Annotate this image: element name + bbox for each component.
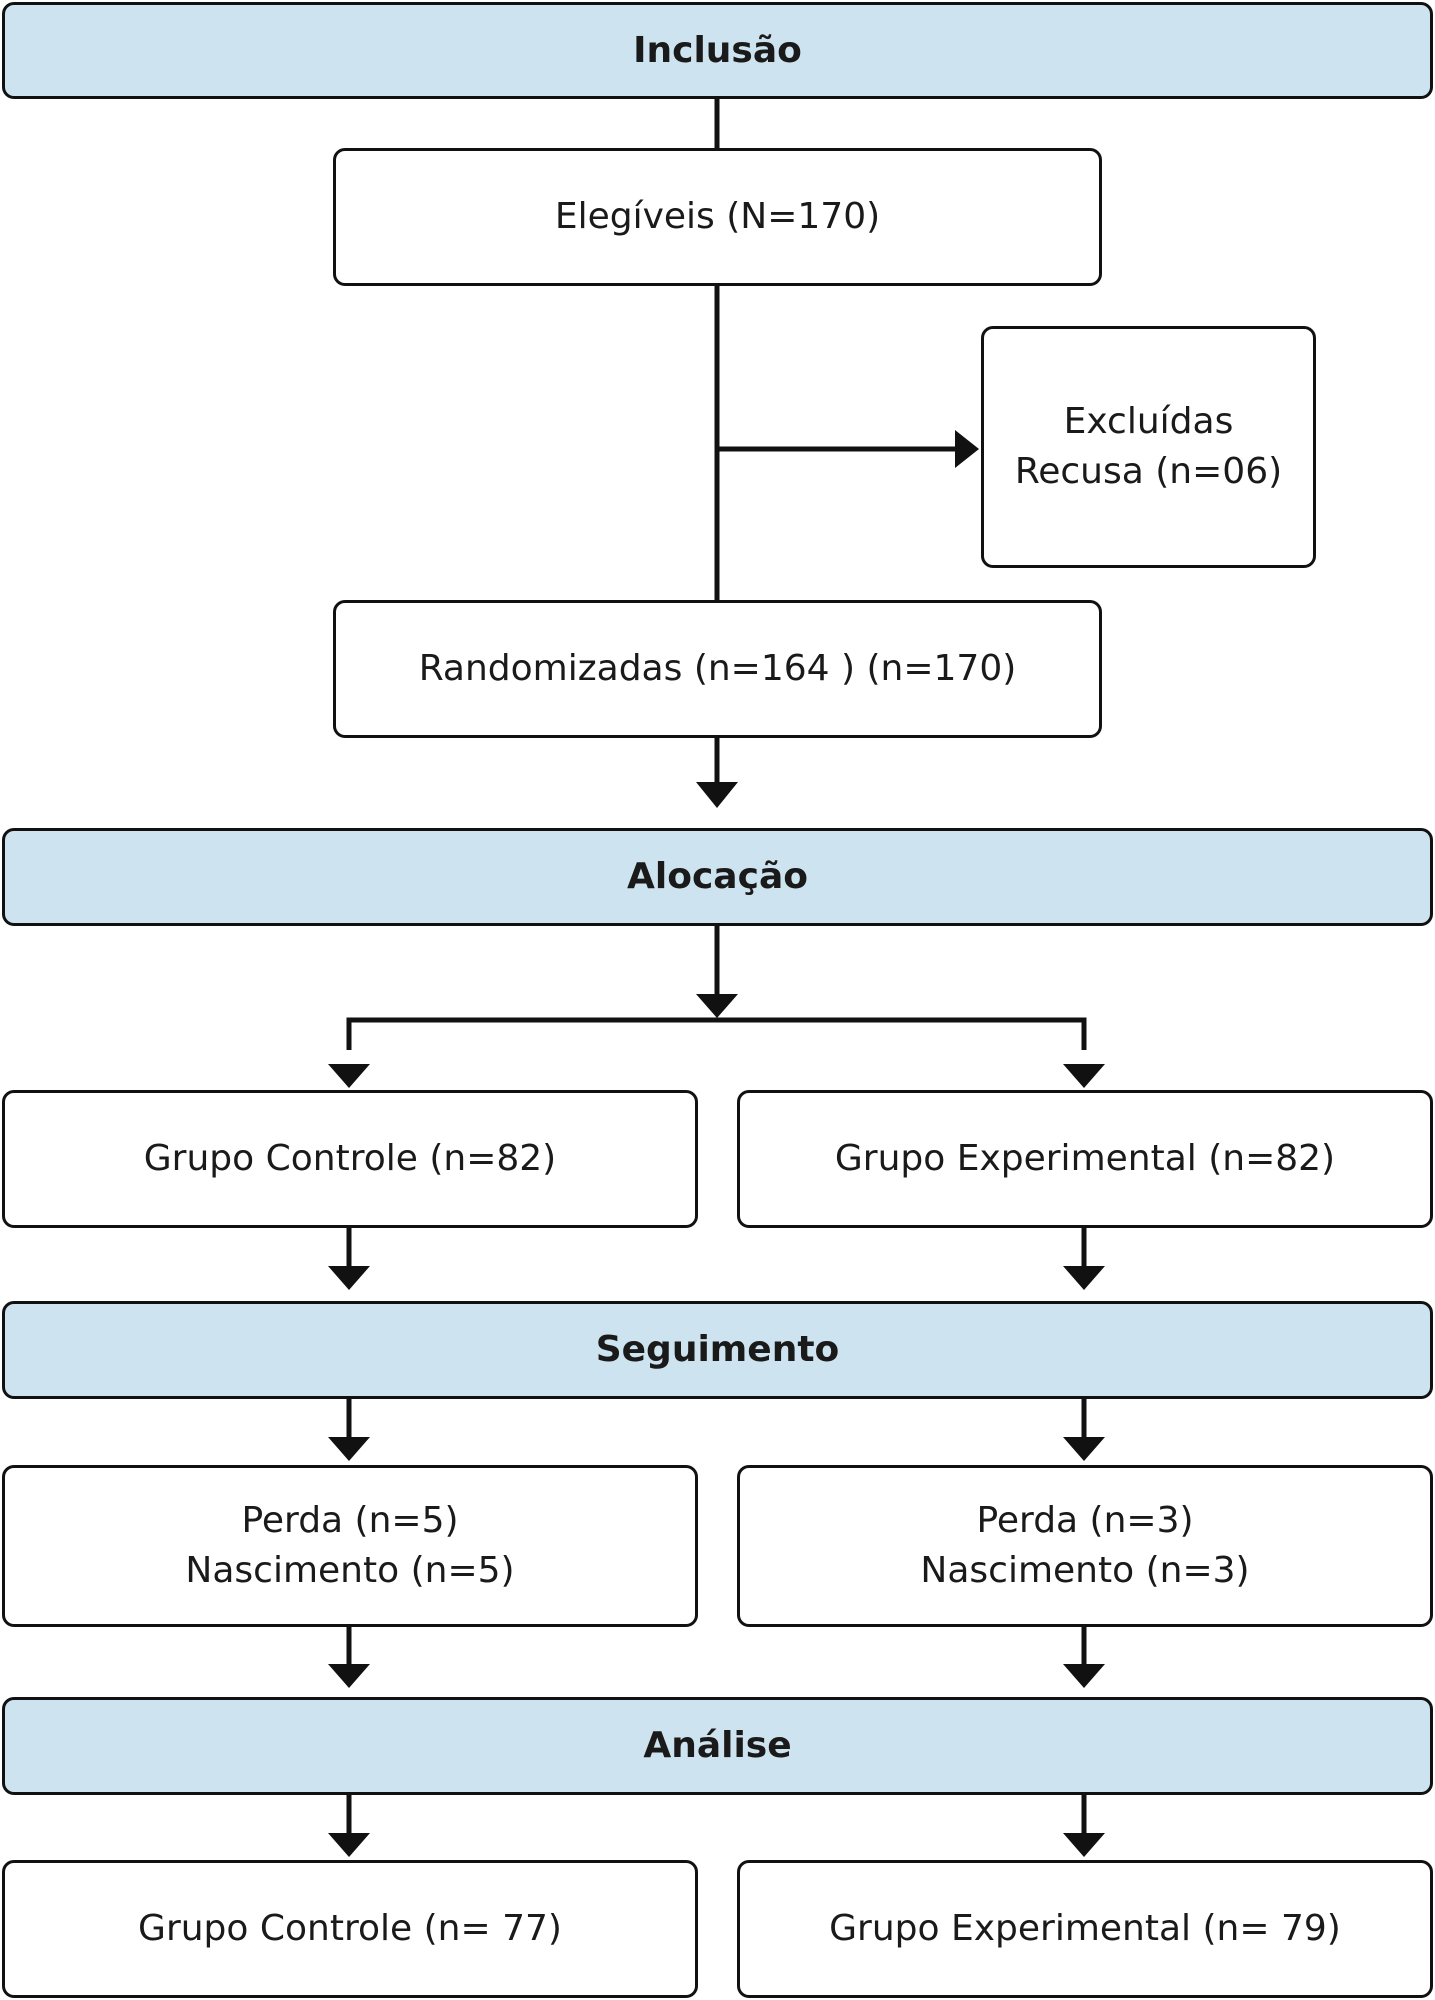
stage-inclusion-label: Inclusão [633, 29, 802, 71]
randomized-label: Randomizadas (n=164 ) (n=170) [418, 648, 1017, 689]
arrowhead-experimental-analysis [1063, 1664, 1105, 1688]
followup-control-birth: Nascimento (n=5) [185, 1550, 515, 1591]
stage-analysis: Análise [2, 1697, 1433, 1795]
arrowhead-experimental-group [1063, 1064, 1105, 1088]
arrowhead-experimental-followup [1063, 1266, 1105, 1290]
stage-followup-label: Seguimento [595, 1329, 840, 1370]
excluded-reason: Recusa (n=06) [1014, 451, 1283, 492]
analysis-experimental-label: Grupo Experimental (n= 79) [829, 1908, 1341, 1949]
excluded-title: Excluídas [1063, 401, 1234, 442]
analysis-control-box: Grupo Controle (n= 77) [2, 1860, 698, 1998]
arrowhead-allocation [696, 782, 738, 808]
stage-allocation: Alocação [2, 828, 1433, 926]
stage-followup: Seguimento [2, 1301, 1433, 1399]
eligible-box: Elegíveis (N=170) [333, 148, 1102, 286]
analysis-control-label: Grupo Controle (n= 77) [138, 1908, 562, 1949]
arrowhead-analysis-control [328, 1833, 370, 1857]
stage-allocation-label: Alocação [627, 856, 808, 897]
allocation-control-label: Grupo Controle (n=82) [143, 1138, 557, 1179]
followup-control-loss: Perda (n=5) [241, 1500, 459, 1541]
allocation-experimental-box: Grupo Experimental (n=82) [737, 1090, 1433, 1228]
followup-experimental-birth: Nascimento (n=3) [920, 1550, 1250, 1591]
arrowhead-analysis-experimental [1063, 1833, 1105, 1857]
followup-control-box: Perda (n=5) Nascimento (n=5) [2, 1465, 698, 1627]
eligible-label: Elegíveis (N=170) [554, 196, 881, 237]
excluded-box: Excluídas Recusa (n=06) [981, 326, 1316, 568]
arrowhead-control-followup [328, 1266, 370, 1290]
analysis-experimental-box: Grupo Experimental (n= 79) [737, 1860, 1433, 1998]
stage-inclusion: Inclusão [2, 2, 1433, 99]
randomized-box: Randomizadas (n=164 ) (n=170) [333, 600, 1102, 738]
connector-split-branches [346, 1017, 1087, 1050]
allocation-control-box: Grupo Controle (n=82) [2, 1090, 698, 1228]
arrowhead-excluded [955, 430, 979, 468]
followup-experimental-loss: Perda (n=3) [976, 1500, 1194, 1541]
arrowhead-experimental-loss [1063, 1437, 1105, 1461]
followup-experimental-box: Perda (n=3) Nascimento (n=3) [737, 1465, 1433, 1627]
stage-analysis-label: Análise [643, 1725, 792, 1766]
arrowhead-split [696, 994, 738, 1018]
allocation-experimental-label: Grupo Experimental (n=82) [834, 1138, 1336, 1179]
arrowhead-control-group [328, 1064, 370, 1088]
arrowhead-control-analysis [328, 1664, 370, 1688]
arrowhead-control-loss [328, 1437, 370, 1461]
